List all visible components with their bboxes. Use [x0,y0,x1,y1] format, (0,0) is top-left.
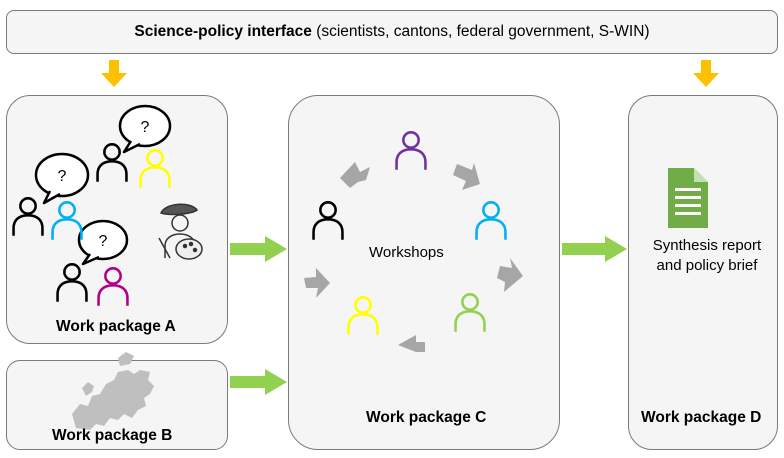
cycle-arrow-icon [497,258,523,292]
work-package-a-label: Work package A [56,318,176,335]
green-arrow-a-to-c [230,236,287,262]
green-arrow-b-to-c [230,369,287,395]
speech-bubble-question: ? [58,168,67,185]
speech-bubble-icon [34,152,90,205]
speech-bubble-question: ? [141,119,150,136]
work-package-d-label: Work package D [641,409,762,426]
report-line-1: Synthesis report [652,237,762,254]
cycle-arrow-icon [340,162,370,188]
person-icon [97,266,129,308]
work-package-d-box [628,95,778,450]
speech-bubble-question: ? [99,233,108,250]
person-icon [454,292,486,334]
work-package-c-label: Work package C [366,409,487,426]
work-package-b-label: Work package B [52,427,173,444]
banner-title-bold: Science-policy interface [134,23,312,40]
person-icon [51,200,83,242]
orange-down-arrow-left [101,60,127,87]
person-icon [139,148,171,190]
person-icon [475,200,507,242]
painter-icon [158,203,203,260]
person-icon [12,196,44,238]
cycle-arrow-icon [453,163,480,190]
report-line-2: and policy brief [656,257,758,274]
person-icon [347,295,379,337]
science-policy-banner: Science-policy interface (scientists, ca… [6,10,778,54]
workshops-label: Workshops [369,244,444,261]
person-icon [96,142,128,184]
banner-title-rest: (scientists, cantons, federal government… [311,23,650,40]
cycle-arrow-icon [304,268,330,298]
person-icon [312,200,344,242]
orange-down-arrow-right [693,60,719,87]
speech-bubble-icon [118,104,172,154]
work-package-a-box [6,95,228,344]
synthesis-report-label: Synthesis report and policy brief [642,236,772,276]
speech-bubble-icon [77,219,129,266]
europe-map-icon [72,352,154,430]
person-icon [395,130,427,172]
green-arrow-c-to-d [562,236,627,262]
document-icon [668,168,708,228]
cycle-arrow-icon [398,335,425,352]
person-icon [56,262,88,304]
